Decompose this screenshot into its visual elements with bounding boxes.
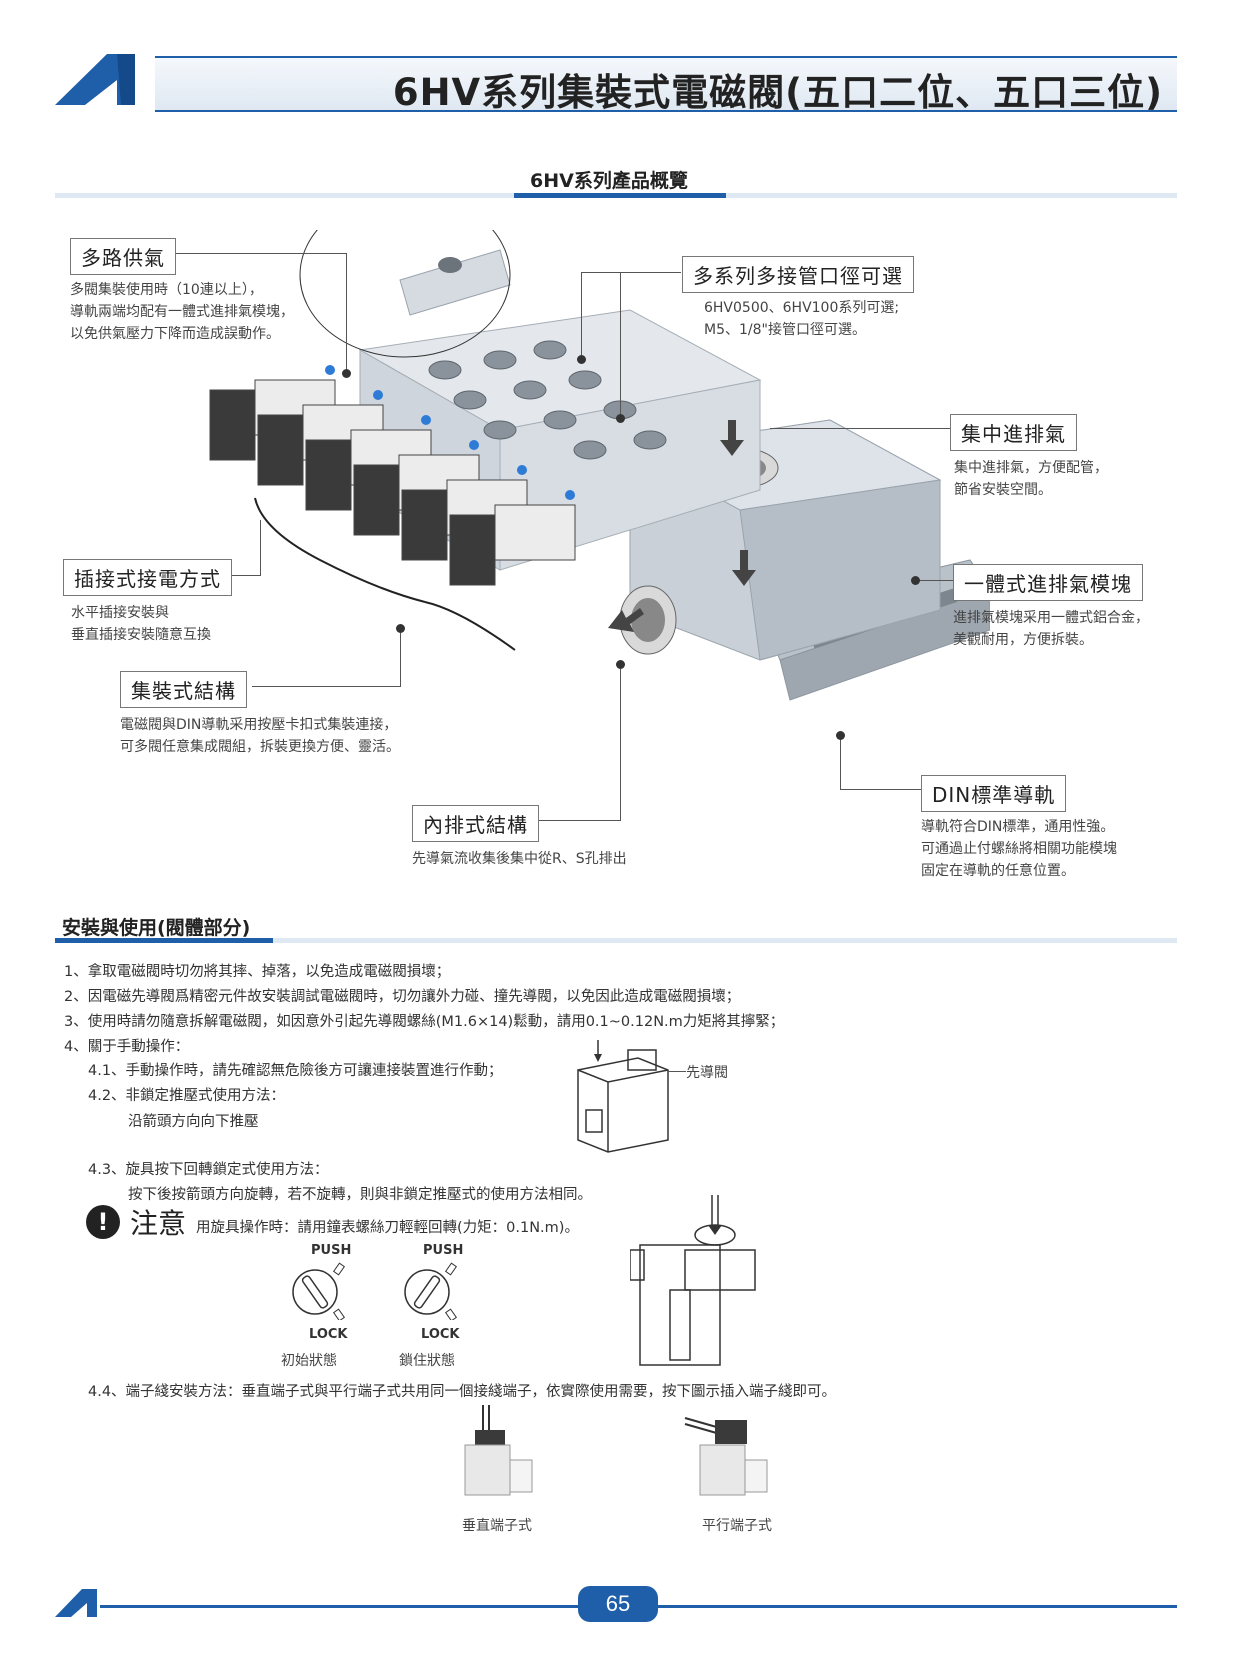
callout-manifold: 集裝式結構 電磁閥與DIN導軌采用按壓卡扣式集裝連接， 可多閥任意集成閥組，拆裝… [120,671,400,758]
state-initial-label: 初始狀態 [281,1353,337,1369]
callout-line [620,272,621,417]
callout-desc: 集中進排氣，方便配管， 節省安裝空間。 [954,460,1108,498]
terminal-vertical-image [464,1405,533,1496]
callout-desc: 6HV0500、6HV100系列可選; M5、1/8"接管口徑可選。 [704,300,900,338]
callout-line [252,686,400,687]
note-text: 用旋具操作時：請用鐘表螺絲刀輕輕回轉(力矩：0.1N.m)。 [196,1220,579,1236]
pilot-valve-diagram [577,1040,669,1153]
callout-line [840,789,921,790]
footer-logo [55,1589,97,1617]
terminal-parallel-image [684,1417,768,1496]
callout-desc: 電磁閥與DIN導軌采用按壓卡扣式集裝連接， 可多閥任意集成閥組，拆裝更換方便、靈… [120,717,400,755]
list-item: 1、拿取電磁閥時切勿將其摔、掉落，以免造成電磁閥損壞； [64,964,451,980]
callout-line [168,253,346,254]
knob-push-label: PUSH [311,1243,352,1258]
callout-tag: 多路供氣 [70,238,176,275]
callout-tag: 集裝式結構 [120,671,247,708]
callout-desc: 多閥集裝使用時（10連以上）， 導軌兩端均配有一體式進排氣模塊， 以免供氣壓力下… [70,282,294,342]
callout-multi-port: 多系列多接管口徑可選 6HV0500、6HV100系列可選; M5、1/8"接管… [682,256,914,341]
state-locked-label: 鎖住狀態 [399,1353,455,1369]
callout-dot [616,660,625,669]
install-title: 安裝與使用(閥體部分) [62,917,251,939]
list-item: 3、使用時請勿隨意拆解電磁閥，如因意外引起先導閥螺絲(M1.6×14)鬆動，請用… [64,1014,785,1030]
callout-integrated-block: 一體式進排氣模塊 進排氣模塊采用一體式鋁合金， 美觀耐用，方便拆裝。 [953,564,1149,651]
brand-logo [55,54,135,105]
callout-line [770,428,950,429]
callout-multi-supply: 多路供氣 多閥集裝使用時（10連以上）， 導軌兩端均配有一體式進排氣模塊， 以免… [70,238,294,345]
page-number: 65 [578,1586,658,1622]
terminal-parallel-label: 平行端子式 [702,1518,772,1534]
list-item: 4.4、端子綫安裝方法：垂直端子式與平行端子式共用同一個接綫端子，依實際使用需要… [88,1384,837,1400]
list-item: 4.1、手動操作時，請先確認無危險後方可讓連接裝置進行作動； [88,1063,503,1079]
section-divider [55,938,1177,943]
callout-line [581,272,582,357]
callout-dot [616,414,625,423]
callout-tag: 一體式進排氣模塊 [953,564,1143,601]
callout-dot [836,731,845,740]
callout-desc: 進排氣模塊采用一體式鋁合金， 美觀耐用，方便拆裝。 [953,610,1149,648]
callout-desc: 導軌符合DIN標準，通用性強。 可通過止付螺絲將相關功能模塊 固定在導軌的任意位… [921,819,1117,879]
callout-line [260,520,261,576]
callout-dot [577,355,586,364]
callout-line [225,575,260,576]
callout-line [915,580,953,581]
pilot-valve-label: 先導閥 [686,1065,728,1081]
callout-desc: 水平插接安裝與 垂直插接安裝隨意互換 [71,605,211,643]
knob-initial-icon [292,1262,346,1320]
callout-line [668,1071,686,1072]
page-title: 6HV系列集裝式電磁閥(五口二位、五口三位) [392,71,1163,114]
list-item: 4.3、旋具按下回轉鎖定式使用方法： [88,1162,329,1178]
callout-tag: 內排式結構 [412,805,539,842]
valve-manifold-illustration [209,230,990,701]
callout-tag: 集中進排氣 [950,414,1077,451]
list-item: 2、因電磁先導閥爲精密元件故安裝調試電磁閥時，切勿讓外力碰、撞先導閥，以免因此造… [64,989,741,1005]
callout-line [400,630,401,687]
callout-central-exhaust: 集中進排氣 集中進排氣，方便配管， 節省安裝空間。 [950,414,1108,501]
callout-line [346,253,347,373]
callout-internal-exhaust: 內排式結構 先導氣流收集後集中從R、S孔排出 [412,805,627,870]
warning-icon: ! [86,1205,120,1239]
callout-tag: 插接式接電方式 [63,559,232,596]
list-item: 4.2、非鎖定推壓式使用方法： [88,1088,286,1104]
list-item: 按下後按箭頭方向旋轉，若不旋轉，則與非鎖定推壓式的使用方法相同。 [128,1187,592,1203]
callout-line [840,735,841,790]
callout-din-rail: DIN標準導軌 導軌符合DIN標準，通用性強。 可通過止付螺絲將相關功能模塊 固… [921,775,1117,882]
knob-push-label: PUSH [423,1243,464,1258]
callout-line [620,665,621,821]
callout-plug-in: 插接式接電方式 水平插接安裝與 垂直插接安裝隨意互換 [63,559,232,646]
callout-line [581,272,681,273]
callout-dot [911,576,920,585]
callout-dot [396,624,405,633]
title-bar: 6HV系列集裝式電磁閥(五口二位、五口三位) [155,56,1177,114]
knob-locked-icon [404,1262,458,1320]
section-underline [55,938,273,943]
terminal-vertical-label: 垂直端子式 [462,1518,532,1534]
callout-tag: DIN標準導軌 [921,775,1067,812]
overview-title: 6HV系列產品概覽 [530,170,688,192]
callout-desc: 先導氣流收集後集中從R、S孔排出 [412,851,627,867]
rotate-lock-diagram [630,1195,756,1366]
list-item: 4、關于手動操作： [64,1039,190,1055]
callout-dot [342,369,351,378]
note-heading: 注意 [130,1207,187,1240]
section-underline [514,193,726,198]
callout-tag: 多系列多接管口徑可選 [682,256,914,293]
callout-line [535,820,620,821]
list-item: 沿箭頭方向向下推壓 [128,1114,259,1130]
knob-lock-label: LOCK [421,1327,460,1342]
knob-lock-label: LOCK [309,1327,348,1342]
